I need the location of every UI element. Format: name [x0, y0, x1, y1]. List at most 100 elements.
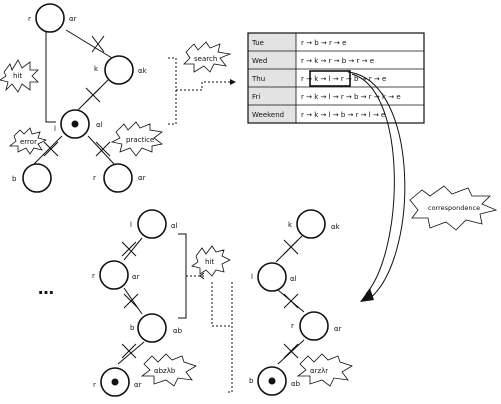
edge-b-r-mid-cross [121, 343, 137, 359]
error-burst [8, 127, 48, 155]
node-k-right-key: k [288, 221, 293, 229]
node-b-right-key: b [249, 377, 254, 385]
edge-k-l-right-cross [283, 239, 299, 255]
search-arrowhead [230, 79, 236, 85]
node-b-mid-key: b [130, 324, 135, 332]
correspondence-arrow-outer [347, 71, 406, 301]
top-tree-bracket [45, 21, 56, 123]
node-r-mid-key: r [92, 272, 95, 280]
node-r-top-key: r [28, 15, 31, 23]
correspondence-arrowhead [360, 288, 374, 302]
top-tree-dashed-bracket [168, 57, 177, 125]
node-r-top-alpha: αr [69, 15, 77, 23]
edge-l-r-mid [123, 237, 143, 261]
table-row-day: Fri [252, 93, 260, 101]
middle-tree: … l αl r αr b αb r αr hit αbzλb [38, 209, 231, 397]
node-l-right-key: l [251, 273, 253, 281]
node-r-mid [99, 260, 129, 290]
node-k-top [104, 55, 134, 85]
edge-l-r-mid-cross [121, 241, 137, 257]
edge-r-b-right [277, 339, 305, 365]
table-day-column [248, 33, 296, 123]
node-l-top-key: l [54, 125, 56, 133]
node-l-mid-key: l [130, 221, 132, 229]
top-tree: r αr k αk l αl b r αr hit error practice… [0, 3, 236, 193]
edge-r-b-right-cross [283, 343, 299, 359]
node-k-top-alpha: αk [138, 67, 148, 75]
table-row-day: Thu [251, 75, 265, 83]
table-row-seq: r → k → l → r → b → r → k → e [301, 93, 401, 101]
node-r2-top [103, 163, 133, 193]
table-row-seq: r → k → r → b → r → e [301, 57, 374, 65]
edge-r-k-cross [91, 35, 105, 53]
search-connector [176, 81, 230, 91]
hit-burst [0, 59, 39, 93]
practice-burst [110, 121, 163, 157]
node-b-top [22, 163, 52, 193]
node-b-mid-alpha: αb [173, 327, 183, 335]
edge-k-l-cross [85, 87, 101, 103]
hit2-burst [191, 245, 231, 277]
node-r-right-alpha: αr [334, 325, 342, 333]
mid-right-dashed [211, 282, 230, 327]
ellipsis: … [38, 279, 54, 298]
node-b-top-key: b [12, 175, 17, 183]
correspondence-burst [409, 185, 498, 231]
edge-l-r-right-cross [283, 293, 299, 309]
mid-tree-bracket [178, 233, 187, 319]
node-b-right-dot [268, 377, 276, 385]
node-b-right-alpha: αb [291, 380, 301, 388]
node-l-top-dot [71, 120, 79, 128]
node-r-mid-alpha: αr [132, 273, 140, 281]
right-tree: k αk l αl r αr b αb αrzλr [249, 209, 353, 396]
edge-r-k [65, 29, 113, 59]
edge-l-b-cross [43, 141, 59, 157]
node-r-top [35, 3, 65, 33]
table-row-seq: r → k → l → r → b → r → e [301, 75, 386, 83]
hit2-label: hit [205, 258, 214, 266]
node-k-right [296, 209, 326, 239]
edge-r-b-mid [123, 287, 143, 315]
highlight-box [309, 70, 351, 87]
node-r2-mid-key: r [93, 381, 96, 389]
edge-l-r-cross [95, 141, 111, 157]
table-row-day: Tue [251, 39, 264, 47]
correspondence-label: correspondence [428, 204, 480, 212]
table-row-seq: r → b → r → e [301, 39, 346, 47]
hit-label: hit [13, 72, 22, 80]
edge-l-b [33, 135, 63, 165]
edge-l-r [87, 135, 115, 165]
node-l-right [257, 262, 287, 292]
practice-label: practice [126, 136, 154, 144]
table-row-seq: r → k → l → b → r → l → e [301, 111, 385, 119]
node-b-mid [137, 313, 167, 343]
node-k-right-alpha: αk [331, 223, 341, 231]
node-l-top-alpha: αl [96, 121, 103, 129]
node-l-mid-alpha: αl [171, 222, 178, 230]
table-border [247, 32, 425, 124]
error-label: error [20, 138, 37, 146]
search-label: search [194, 55, 217, 63]
node-k-top-key: k [94, 65, 99, 73]
node-r2-top-key: r [93, 174, 96, 182]
node-r2-mid-alpha: αr [134, 381, 142, 389]
node-r2-mid-dot [111, 378, 119, 386]
edge-r-b-mid-cross [123, 293, 139, 309]
correspondence-arrow-inner [351, 73, 395, 295]
annot-b-burst [296, 353, 353, 387]
node-l-right-alpha: αl [290, 275, 297, 283]
annot-a-burst [140, 353, 197, 387]
annot-b-label: αrzλr [310, 367, 328, 375]
table-row-day: Wed [252, 57, 267, 65]
search-burst [183, 41, 232, 73]
sequence-table: Tue r → b → r → e Wed r → k → r → b → r … [247, 32, 425, 124]
table-row-day: Weekend [252, 111, 284, 119]
node-l-mid [137, 209, 167, 239]
node-r-right-key: r [291, 322, 294, 330]
annot-a-label: αbzλb [154, 367, 176, 375]
node-r2-top-alpha: αr [138, 174, 146, 182]
node-r-right [299, 311, 329, 341]
right-dashed-bracket [226, 282, 233, 393]
